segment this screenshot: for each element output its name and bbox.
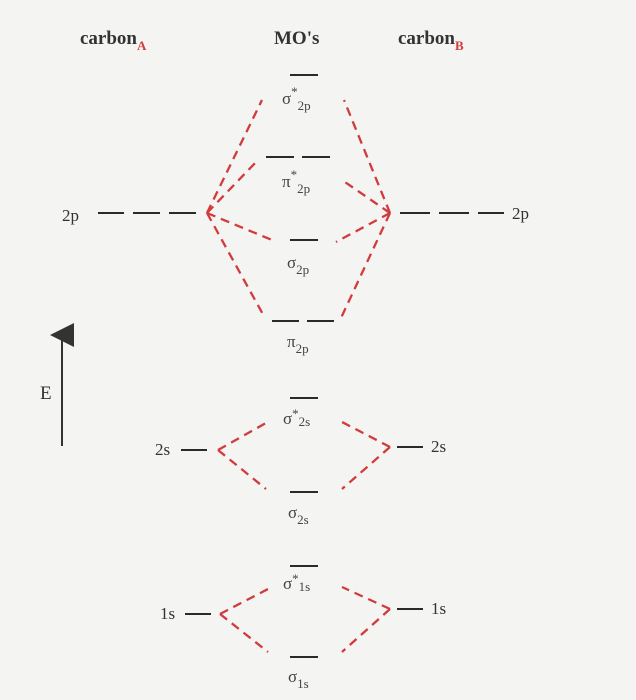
svg-text:σ*1s: σ*1s xyxy=(283,571,310,594)
dashed-a2p-sigma-2p xyxy=(206,211,273,242)
mo-label-sigma-2p: σ2p xyxy=(287,253,309,277)
dashed-a2p-sigma-star-2p xyxy=(205,99,264,214)
mo-label-sigma-star-2s: σ*2s xyxy=(283,406,310,429)
svg-text:π2p: π2p xyxy=(287,332,309,356)
mo-label-sigma-star-1s: σ*1s xyxy=(283,571,310,594)
label-b-2s: 2s xyxy=(431,437,446,456)
dashed-a2s-sigma-2s xyxy=(217,449,267,490)
dashed-b1s-sigma-1s xyxy=(341,608,391,653)
svg-text:σ2p: σ2p xyxy=(287,253,309,277)
dashed-b2p-pi-2p xyxy=(339,212,392,319)
svg-text:σ*2s: σ*2s xyxy=(283,406,310,429)
label-a-2p: 2p xyxy=(62,206,79,225)
dashed-b2p-sigma-2p xyxy=(335,211,391,244)
header-carbon-a: carbonA xyxy=(80,28,147,53)
svg-text:σ2s: σ2s xyxy=(288,503,309,527)
dashed-b2p-sigma-star-2p xyxy=(342,99,392,214)
mo-label-pi-star-2p: π*2p xyxy=(282,167,310,196)
label-a-2s: 2s xyxy=(155,440,170,459)
mo-label-pi-2p: π2p xyxy=(287,332,309,356)
svg-text:carbonA: carbonA xyxy=(80,28,147,53)
dashed-b2p-pi-star-2p xyxy=(341,179,391,214)
mo-label-sigma-1s: σ1s xyxy=(288,667,309,691)
energy-axis-label: E xyxy=(40,383,52,404)
svg-text:π*2p: π*2p xyxy=(282,167,310,196)
dashed-b1s-sigma-star-1s xyxy=(341,585,391,611)
dashed-b2s-sigma-star-2s xyxy=(341,420,391,449)
svg-text:σ*2p: σ*2p xyxy=(282,84,311,113)
header-carbon-b: carbonB xyxy=(398,28,464,53)
label-b-1s: 1s xyxy=(431,599,446,618)
header-mos: MO's xyxy=(274,28,319,49)
svg-text:σ1s: σ1s xyxy=(288,667,309,691)
mo-label-sigma-2s: σ2s xyxy=(288,503,309,527)
dashed-a1s-sigma-1s xyxy=(219,613,269,653)
dashed-a2p-pi-star-2p xyxy=(206,159,259,214)
svg-text:MO's: MO's xyxy=(274,28,319,49)
label-a-1s: 1s xyxy=(160,604,175,623)
mo-label-sigma-star-2p: σ*2p xyxy=(282,84,311,113)
dashed-a1s-sigma-star-1s xyxy=(219,587,269,616)
dashed-a2p-pi-2p xyxy=(205,212,267,319)
label-b-2p: 2p xyxy=(512,204,529,223)
dashed-a2s-sigma-star-2s xyxy=(217,421,267,452)
dashed-b2s-sigma-2s xyxy=(341,446,391,490)
svg-text:carbonB: carbonB xyxy=(398,28,464,53)
